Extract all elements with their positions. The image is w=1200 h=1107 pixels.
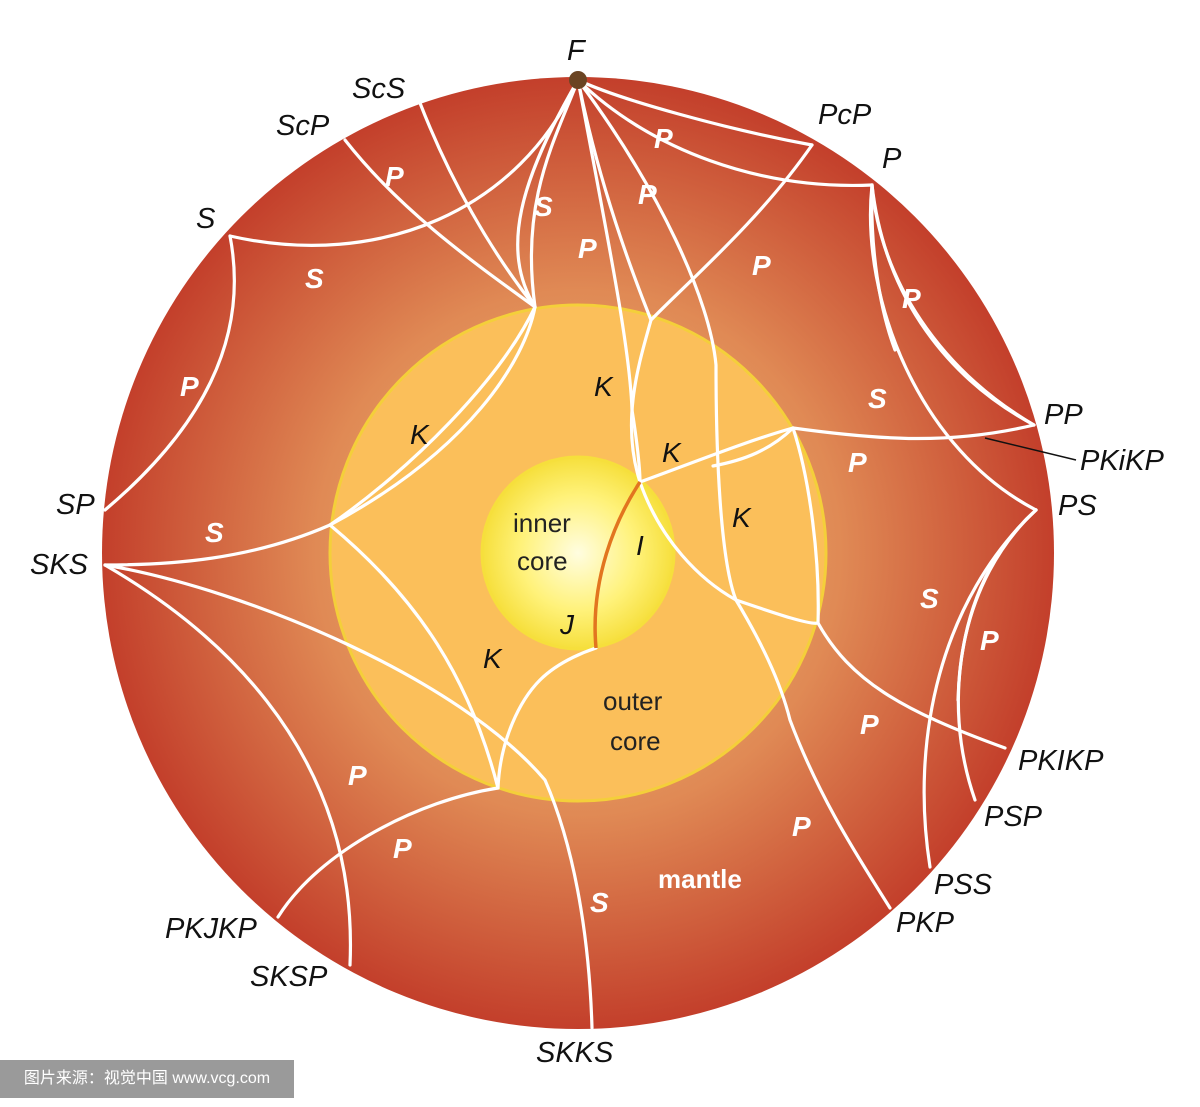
ray-p-second bbox=[870, 183, 1036, 427]
label-mantle: mantle bbox=[658, 864, 742, 894]
label-pkikp: PKIKP bbox=[1018, 745, 1104, 777]
inner-core bbox=[480, 455, 676, 651]
label-sksp: SKSP bbox=[250, 961, 328, 993]
label-inner-j: J bbox=[559, 609, 575, 640]
seg-label: S bbox=[868, 383, 887, 414]
ray-scp bbox=[343, 138, 537, 309]
ray-pkikp bbox=[638, 480, 1007, 750]
ray-ps-s bbox=[956, 508, 1038, 702]
seg-label: P bbox=[393, 833, 412, 864]
seg-label: P bbox=[385, 161, 404, 192]
label-skks: SKKS bbox=[536, 1037, 614, 1069]
label-inner-i: I bbox=[636, 530, 644, 561]
label-inner-core-2: core bbox=[517, 546, 568, 576]
seg-label: P bbox=[792, 811, 811, 842]
ray-s-direct bbox=[228, 78, 580, 247]
label-p: P bbox=[882, 143, 902, 175]
ray-k-left bbox=[328, 305, 537, 527]
seg-label: P bbox=[752, 250, 771, 281]
label-outer-core-2: core bbox=[610, 726, 661, 756]
ray-paths bbox=[103, 78, 1038, 1030]
seg-label: S bbox=[590, 887, 609, 918]
seg-label: P bbox=[638, 179, 657, 210]
seg-label: P bbox=[348, 760, 367, 791]
ray-skks bbox=[103, 563, 594, 1030]
ray-p-to-pcp bbox=[576, 78, 814, 147]
k-label: K bbox=[662, 437, 682, 468]
seg-label: P bbox=[654, 123, 673, 154]
watermark: 图片来源：视觉中国 www.vcg.com bbox=[0, 1060, 294, 1098]
label-pkp: PKP bbox=[896, 907, 955, 939]
k-labels: K K K K K bbox=[410, 371, 752, 674]
ray-sp bbox=[103, 234, 236, 512]
ray-s-leg bbox=[870, 183, 897, 352]
seg-label: S bbox=[534, 191, 553, 222]
k-label: K bbox=[410, 419, 430, 450]
focus-point bbox=[569, 71, 587, 89]
ray-p-direct bbox=[576, 78, 874, 188]
ray-k-right bbox=[629, 318, 653, 484]
label-pss: PSS bbox=[934, 869, 993, 901]
k-label: K bbox=[483, 643, 503, 674]
label-outer-core-1: outer bbox=[603, 686, 663, 716]
label-pkikp-small: PKiKP bbox=[1080, 445, 1164, 477]
label-pcp: PcP bbox=[818, 99, 872, 131]
seg-label: P bbox=[578, 233, 597, 264]
segment-labels: P P P S S P P P P P S S P S P P P P P S bbox=[180, 123, 999, 918]
label-scp: ScP bbox=[276, 110, 330, 142]
seg-label: S bbox=[920, 583, 939, 614]
seg-label: P bbox=[848, 447, 867, 478]
seg-label: P bbox=[860, 709, 879, 740]
label-inner-core-1: inner bbox=[513, 508, 571, 538]
ray-k-lower bbox=[791, 426, 820, 625]
label-pkjkp: PKJKP bbox=[165, 913, 258, 945]
ray-inner-core bbox=[593, 481, 642, 649]
seg-label: P bbox=[180, 371, 199, 402]
label-sks: SKS bbox=[30, 549, 89, 581]
label-focus: F bbox=[567, 35, 587, 67]
seg-label: P bbox=[902, 283, 921, 314]
outer-labels: F ScS ScP S SP SKS PKJKP SKSP SKKS PcP P… bbox=[30, 35, 1164, 1069]
label-ps: PS bbox=[1058, 490, 1097, 522]
label-scs: ScS bbox=[352, 73, 406, 105]
k-label: K bbox=[594, 371, 614, 402]
seg-label: P bbox=[980, 625, 999, 656]
ray-sks bbox=[103, 523, 332, 567]
ray-pkp bbox=[576, 78, 892, 910]
label-s: S bbox=[196, 203, 216, 235]
ray-k-lower-left bbox=[328, 523, 500, 790]
pkikp-leader-line bbox=[984, 437, 1077, 461]
ray-sksp bbox=[103, 563, 352, 967]
seg-label: S bbox=[305, 263, 324, 294]
ray-s-second bbox=[529, 78, 580, 309]
ray-pkjkp bbox=[276, 786, 500, 919]
k-label: K bbox=[732, 502, 752, 533]
ray-k-mid bbox=[711, 426, 795, 468]
label-psp: PSP bbox=[984, 801, 1043, 833]
ray-sks-k bbox=[328, 305, 537, 527]
ray-k-to-j bbox=[496, 646, 598, 790]
label-pp: PP bbox=[1044, 399, 1083, 431]
label-sp: SP bbox=[56, 489, 95, 521]
seg-label: S bbox=[205, 517, 224, 548]
